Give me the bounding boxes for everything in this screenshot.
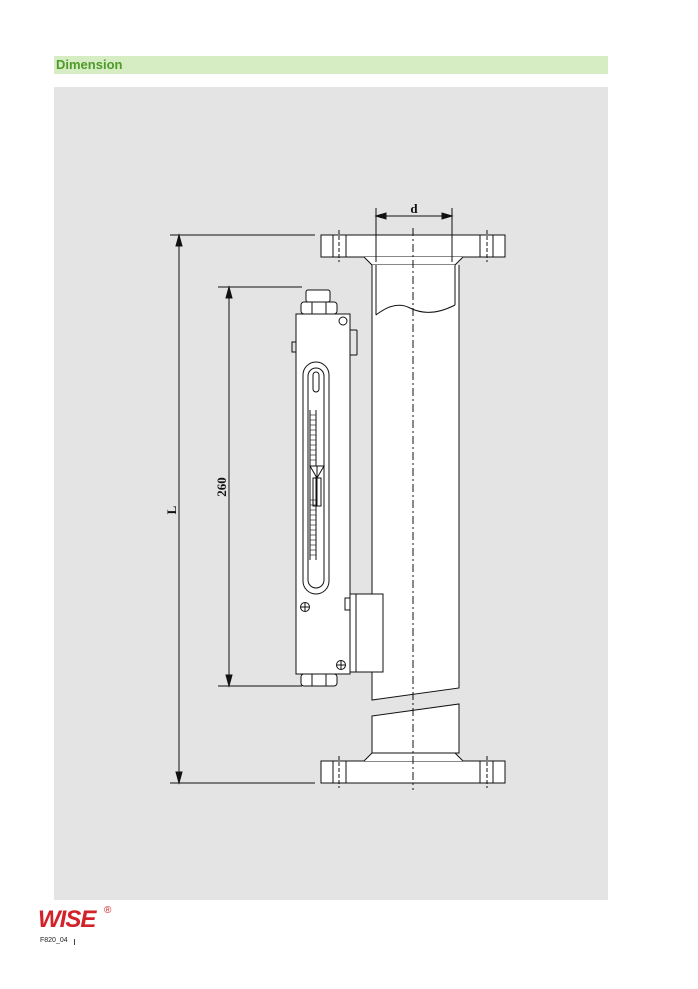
registered-mark: ® — [104, 905, 112, 916]
L-label: L — [164, 505, 179, 514]
d-label: d — [410, 201, 418, 216]
wise-logo: WISE — [38, 906, 96, 933]
section-header: Dimension — [54, 56, 608, 74]
page-code: F820_04 — [40, 937, 68, 944]
section-title: Dimension — [56, 57, 123, 72]
footer-divider — [74, 939, 75, 945]
260-label: 260 — [214, 477, 229, 497]
